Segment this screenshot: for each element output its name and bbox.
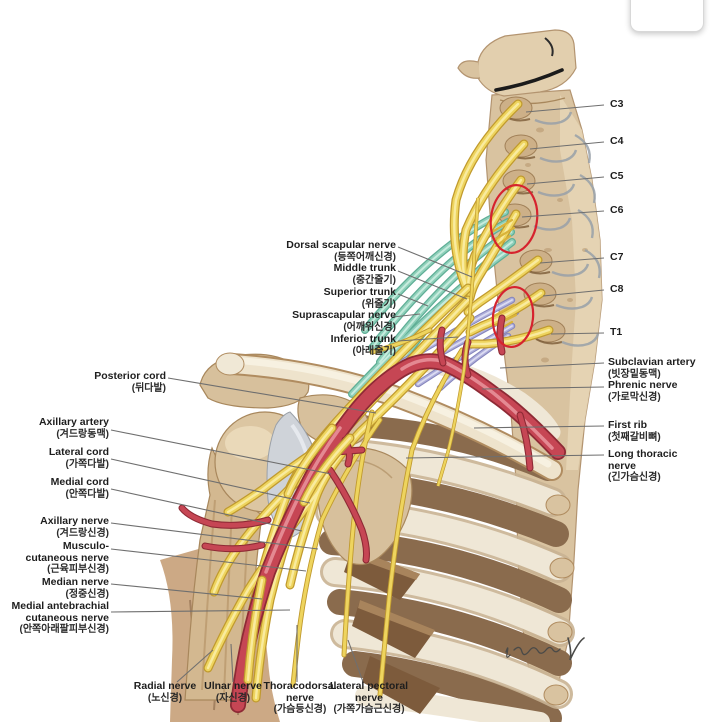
label-axillary-nerve: Axillary nerve (겨드랑신경): [40, 515, 109, 539]
label-dorsal-scapular-nerve: Dorsal scapular nerve (등쪽어깨신경): [286, 239, 396, 263]
label-t1: T1: [610, 326, 623, 338]
label-c3: C3: [610, 98, 624, 110]
label-subclavian-artery: Subclavian artery (빗장밑동맥): [608, 356, 696, 380]
label-c8: C8: [610, 283, 624, 295]
label-middle-trunk: Middle trunk (중간줄기): [333, 262, 396, 286]
label-lateral-pectoral-nerve: Lateral pectoral nerve (가쪽가슴근신경): [329, 680, 409, 715]
label-musculocutaneous-nerve: Musculo- cutaneous nerve (근육피부신경): [25, 540, 109, 575]
label-median-nerve: Median nerve (정중신경): [41, 576, 109, 600]
leader-lines: [110, 104, 605, 683]
highlight-circles: [489, 184, 539, 349]
subclavian-axillary-artery: [182, 318, 558, 705]
label-inferior-trunk: Inferior trunk (아래줄기): [330, 333, 396, 357]
highlight-circle-c6: [489, 184, 539, 254]
label-medial-antebrachial-cutaneous-nerve: Medial antebrachial cutaneous nerve (안쪽아…: [11, 600, 109, 635]
label-long-thoracic-nerve: Long thoracic nerve (긴가슴신경): [608, 448, 678, 483]
label-c5: C5: [610, 170, 624, 182]
label-c6: C6: [610, 204, 624, 216]
label-ulnar-nerve: Ulnar nerve (자신경): [204, 680, 262, 704]
label-suprascapular-nerve: Suprascapular nerve (어깨위신경): [292, 309, 396, 333]
label-c7: C7: [610, 251, 624, 263]
label-radial-nerve: Radial nerve (노신경): [133, 680, 197, 704]
label-superior-trunk: Superior trunk (위줄기): [323, 286, 396, 310]
label-axillary-artery: Axillary artery (겨드랑동맥): [38, 416, 109, 440]
label-thoracodorsal-nerve: Thoracodorsal nerve (가슴등신경): [263, 680, 337, 715]
label-first-rib: First rib (첫째갈비뼈): [608, 419, 661, 443]
label-phrenic-nerve: Phrenic nerve (가로막신경): [608, 379, 678, 403]
highlight-circle-c8-t1: [491, 285, 535, 349]
label-lateral-cord: Lateral cord (가쪽다발): [48, 446, 109, 470]
facet-curves: [533, 111, 601, 347]
costochondral-junctions: [543, 494, 575, 706]
label-posterior-cord: Posterior cord (뒤다발): [94, 370, 166, 394]
label-c4: C4: [610, 135, 624, 147]
artist-signature: [505, 637, 585, 661]
label-medial-cord: Medial cord (안쪽다발): [50, 476, 109, 500]
skull-base: [457, 29, 577, 105]
page-overlay-button-fragment[interactable]: [630, 0, 704, 32]
